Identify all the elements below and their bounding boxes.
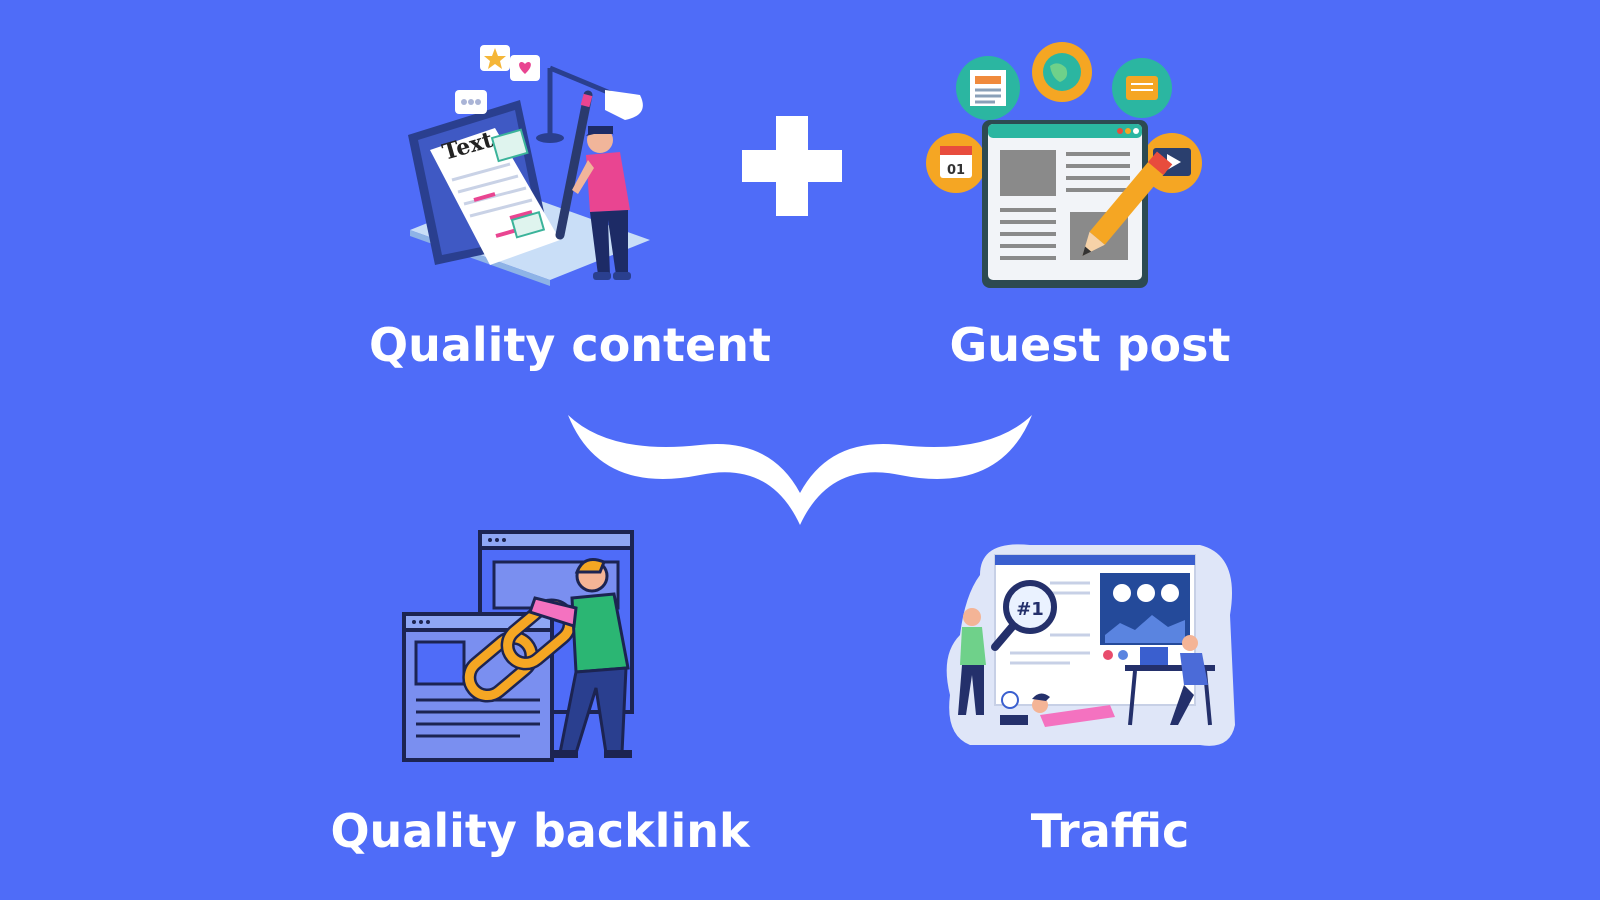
blog-page-with-pencil-illustration: 01	[926, 42, 1202, 288]
quality-backlink-label: Quality backlink	[330, 804, 750, 858]
analytics-dashboard-team-illustration: #1	[946, 544, 1235, 746]
calendar-date-text: 01	[947, 163, 965, 178]
traffic-label: Traffic	[1030, 804, 1190, 858]
rank-badge-text: #1	[1016, 599, 1044, 620]
plus-icon	[742, 116, 842, 216]
guest-post-label: Guest post	[949, 318, 1231, 372]
person-carrying-chain-link-illustration	[402, 530, 634, 762]
quality-content-label: Quality content	[369, 318, 771, 372]
curly-brace-icon	[568, 415, 1032, 525]
content-writer-laptop-illustration: Text	[408, 45, 650, 286]
